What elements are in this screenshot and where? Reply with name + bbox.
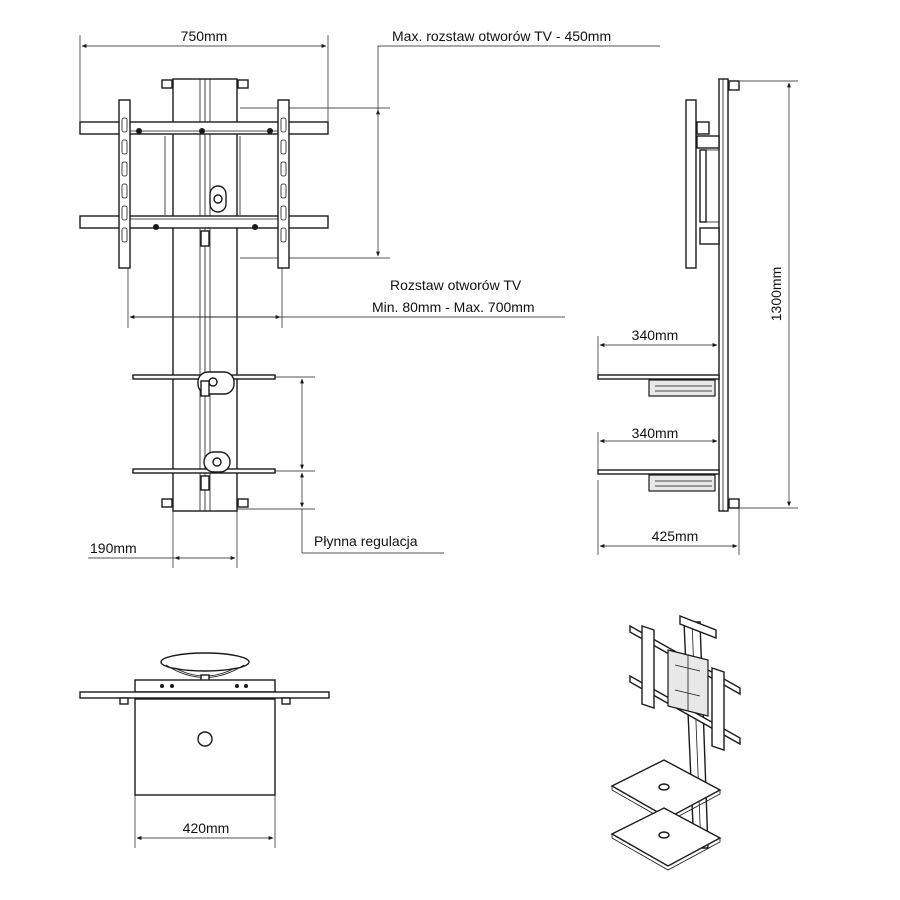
perspective-view bbox=[610, 614, 741, 871]
label-420: 420mm bbox=[183, 820, 230, 836]
dimension-420: 420mm bbox=[134, 795, 276, 848]
label-190: 190mm bbox=[90, 540, 137, 556]
front-mount-plate bbox=[200, 185, 227, 247]
front-bracket-rails bbox=[79, 121, 329, 230]
front-view: 750mm Max. rozstaw otworów TV - 450mm bbox=[79, 28, 660, 568]
label-1300: 1300mm bbox=[768, 267, 784, 321]
dimension-340-upper: 340mm bbox=[597, 327, 720, 378]
label-340-lower: 340mm bbox=[632, 425, 679, 441]
top-view: 420mm bbox=[79, 652, 330, 848]
dimension-190: 190mm bbox=[88, 511, 238, 568]
front-post bbox=[161, 78, 249, 512]
side-shelf-lower bbox=[597, 469, 720, 492]
dimension-max-hole-spacing: Max. rozstaw otworów TV - 450mm bbox=[240, 28, 660, 259]
label-smooth-adjust: Płynna regulacja bbox=[314, 533, 418, 549]
label-hole-spacing-title: Rozstaw otworów TV bbox=[390, 277, 522, 293]
dimension-750: 750mm bbox=[79, 28, 329, 125]
front-shelves bbox=[132, 371, 276, 491]
dimension-smooth-adjust: Płynna regulacja bbox=[237, 376, 444, 554]
dimension-1300: 1300mm bbox=[740, 80, 798, 509]
label-hole-spacing-range: Min. 80mm - Max. 700mm bbox=[372, 299, 535, 315]
front-bracket-arms bbox=[118, 99, 290, 269]
label-340-upper: 340mm bbox=[632, 327, 679, 343]
side-view: 340mm 340mm 425mm 1300mm bbox=[597, 78, 798, 555]
dimension-hole-spacing: Rozstaw otworów TV Min. 80mm - Max. 700m… bbox=[127, 268, 565, 328]
label-425: 425mm bbox=[652, 528, 699, 544]
side-tv-panel bbox=[685, 99, 720, 269]
dimension-340-lower: 340mm bbox=[597, 425, 720, 473]
label-max-hole-spacing: Max. rozstaw otworów TV - 450mm bbox=[392, 28, 611, 44]
dimension-425: 425mm bbox=[597, 480, 740, 555]
side-shelf-upper bbox=[597, 374, 720, 397]
label-750: 750mm bbox=[181, 28, 228, 44]
